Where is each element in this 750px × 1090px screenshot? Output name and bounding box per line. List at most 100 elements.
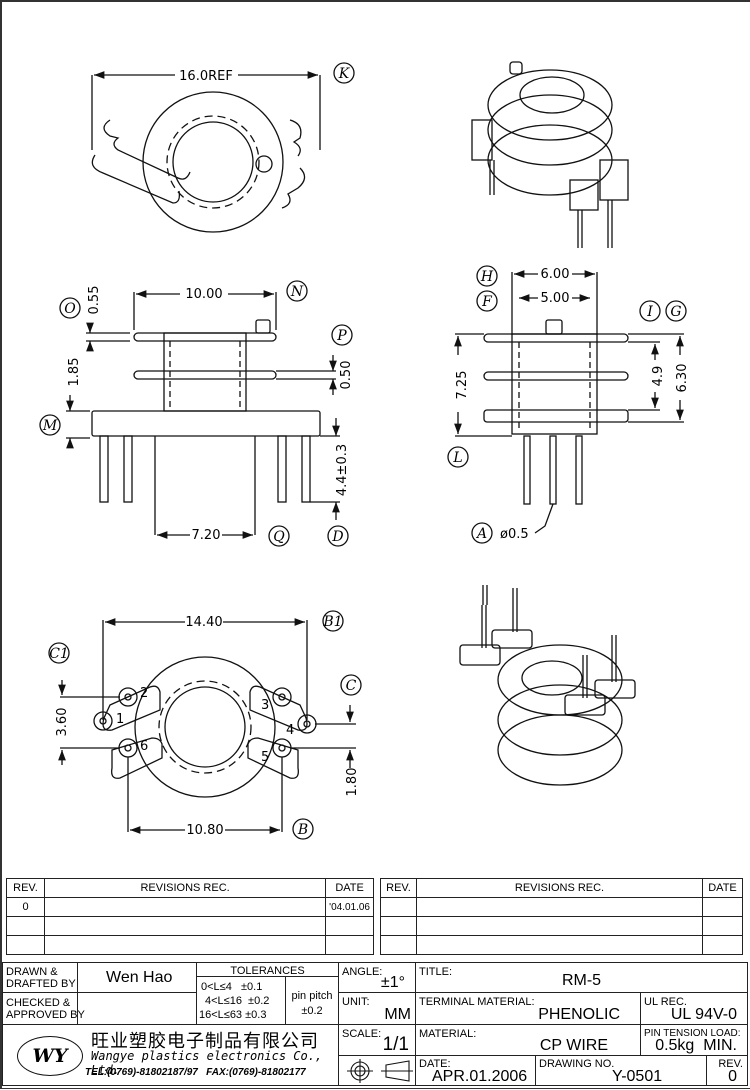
cell <box>702 897 743 917</box>
isometric-view-bottom <box>459 585 636 786</box>
dim-0-55: 0.55 <box>87 286 102 315</box>
cell <box>416 916 703 936</box>
dim-4-4: 4.4±0.3 <box>335 444 350 496</box>
dim-6-00: 6.00 <box>541 267 570 282</box>
dim-10-80: 10.80 <box>186 823 223 838</box>
bubble-f: F <box>481 294 493 310</box>
tolerances-header-cell: TOLERANCES <box>196 962 339 977</box>
col-rev: REV. <box>6 878 45 898</box>
company-name-en: Wangye plastics electronics Co., Ltd. <box>91 1049 323 1077</box>
drawn-label-cell: DRAWN & DRAFTED BY <box>2 962 78 993</box>
col-date: DATE <box>702 878 743 898</box>
bubble-o: O <box>64 301 76 317</box>
date-cell: DATE: APR.01.2006 <box>415 1055 536 1086</box>
bottom-bubbles: B1 C1 C B <box>48 610 362 840</box>
drawn-value-cell: Wen Hao <box>77 962 197 993</box>
company-logo: WY <box>17 1036 83 1076</box>
material-value: CP WIRE <box>539 1037 608 1054</box>
dim-16ref: 16.0REF <box>179 69 233 84</box>
rev-cell: REV. 0 <box>706 1055 748 1086</box>
scale-cell: SCALE: 1/1 <box>338 1024 416 1056</box>
bubble-n: N <box>290 284 304 300</box>
cell <box>702 916 743 936</box>
bubble-c1: C1 <box>49 646 69 662</box>
cell <box>416 897 703 917</box>
cell <box>380 916 417 936</box>
drawing-no-value: Y-0501 <box>612 1068 663 1085</box>
bubble-m: M <box>42 418 58 434</box>
dim-3-60: 3.60 <box>55 708 70 737</box>
pin-2: 2 <box>140 686 148 701</box>
tolerance-1: 0<L≤4 ±0.1 <box>201 981 263 993</box>
terminal-material-label: TERMINAL MATERIAL: <box>419 996 535 1008</box>
pin-3: 3 <box>261 698 269 713</box>
material-label: MATERIAL: <box>419 1028 477 1040</box>
table-header: REV. REVISIONS REC. DATE <box>380 878 743 898</box>
ul-label: UL REC. <box>644 996 687 1008</box>
table-row <box>380 935 743 955</box>
table-row: 0 '04.01.06 <box>6 897 374 917</box>
title-cell: TITLE: RM-5 <box>415 962 748 993</box>
revision-table-right: REV. REVISIONS REC. DATE <box>380 878 743 955</box>
first-angle-projection-icon <box>347 1059 413 1083</box>
cell <box>380 897 417 917</box>
cell <box>6 935 45 955</box>
front-view: 10.00 7.20 0.55 1.85 0.50 <box>39 280 354 547</box>
dim-6-30: 6.30 <box>675 364 690 393</box>
drawing-no-cell: DRAWING NO. Y-0501 <box>535 1055 707 1086</box>
bubble-h: H <box>480 269 494 285</box>
cell <box>6 916 45 936</box>
bubble-b1: B1 <box>322 614 342 630</box>
unit-label: UNIT: <box>342 996 370 1008</box>
tolerances-label: TOLERANCES <box>230 965 305 977</box>
top-view: 16.0REF K <box>91 62 355 233</box>
table-row <box>380 897 743 917</box>
angle-value: ±1° <box>380 974 405 991</box>
pin-1: 1 <box>116 712 124 727</box>
bubble-l: L <box>452 450 462 466</box>
dim-0-50: 0.50 <box>339 361 354 390</box>
bubble-k <box>333 62 355 84</box>
bubble-k-label: K <box>338 66 351 82</box>
pin-pitch-cell: pin pitch ±0.2 <box>285 976 339 1025</box>
dim-1-80: 1.80 <box>345 768 360 797</box>
company-logo-text: WY <box>32 1045 68 1067</box>
dim-4-9: 4.9 <box>651 366 666 387</box>
isometric-view-top <box>471 61 629 248</box>
dim-1-85: 1.85 <box>67 358 82 387</box>
checked-label-cell: CHECKED & APPROVED BY <box>2 992 85 1025</box>
company-name-cn: 旺业塑胶电子制品有限公司 <box>91 1031 319 1052</box>
side-bubbles: H F I G L A <box>447 265 687 544</box>
scale-value: 1/1 <box>382 1034 409 1055</box>
pin-tension-cell: PIN TENSION LOAD: 0.5kg MIN. <box>640 1024 748 1056</box>
scale-label: SCALE: <box>342 1028 382 1040</box>
date-value: APR.01.2006 <box>432 1068 528 1085</box>
company-cell: WY 旺业塑胶电子制品有限公司 Wangye plastics electron… <box>2 1024 339 1086</box>
tolerances-values-cell: 0<L≤4 ±0.1 4<L≤16 ±0.2 16<L≤63 ±0.3 <box>196 976 286 1025</box>
company-contact: TEL:(0769)-81802187/97 FAX:(0769)-818021… <box>85 1067 306 1078</box>
bubble-c: C <box>346 678 357 694</box>
title-label: TITLE: <box>419 966 453 978</box>
pin-5: 5 <box>261 750 269 765</box>
title-value: RM-5 <box>561 972 602 989</box>
dim-14-40: 14.40 <box>185 615 222 630</box>
cell <box>43 935 327 955</box>
angle-label: ANGLE: <box>342 966 383 978</box>
dim-5-00: 5.00 <box>541 291 570 306</box>
pin-tension-value: 0.5kg MIN. <box>655 1037 737 1054</box>
bubble-g: G <box>670 304 681 320</box>
dim-7-20: 7.20 <box>192 528 221 543</box>
pin-pitch-label: pin pitch <box>291 990 333 1002</box>
bubble-d: D <box>331 529 343 545</box>
drawing-no-label: DRAWING NO. <box>539 1058 615 1070</box>
drawn-value: Wen Hao <box>106 969 173 986</box>
pin-4: 4 <box>286 723 294 738</box>
cell <box>325 935 374 955</box>
bubble-q: Q <box>273 529 285 545</box>
material-cell: MATERIAL: CP WIRE <box>415 1024 641 1056</box>
pin-tension-label: PIN TENSION LOAD: <box>644 1028 741 1039</box>
cell: 0 <box>6 897 45 917</box>
date-label: DATE: <box>419 1058 451 1070</box>
cell <box>380 935 417 955</box>
dim-7-25: 7.25 <box>455 371 470 400</box>
